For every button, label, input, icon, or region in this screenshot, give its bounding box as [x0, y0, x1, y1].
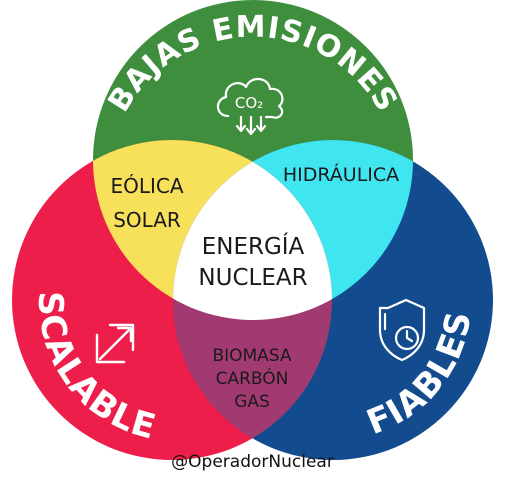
- region-label-line: BIOMASA: [212, 346, 291, 366]
- co2-icon-text: CO₂: [235, 94, 263, 112]
- shield-clock-icon: [378, 298, 426, 362]
- overlap-center: [173, 140, 332, 320]
- region-bajas-escalables-text: EÓLICA SOLAR: [110, 174, 183, 232]
- center-label-line: NUCLEAR: [198, 265, 307, 291]
- region-label-line: GAS: [234, 392, 270, 412]
- credit-handle: @OperadorNuclear: [171, 452, 334, 472]
- region-center-text: ENERGÍA NUCLEAR: [198, 232, 307, 291]
- region-label-line: SOLAR: [113, 208, 181, 232]
- region-bajas-fiables-text: HIDRÁULICA: [283, 163, 399, 186]
- expand-arrow-icon: [95, 323, 135, 364]
- region-label-line: EÓLICA: [110, 174, 183, 198]
- region-label-line: HIDRÁULICA: [283, 163, 399, 186]
- center-label-line: ENERGÍA: [202, 232, 305, 260]
- region-label-line: CARBÓN: [216, 367, 289, 389]
- co2-cloud-icon: [216, 77, 284, 136]
